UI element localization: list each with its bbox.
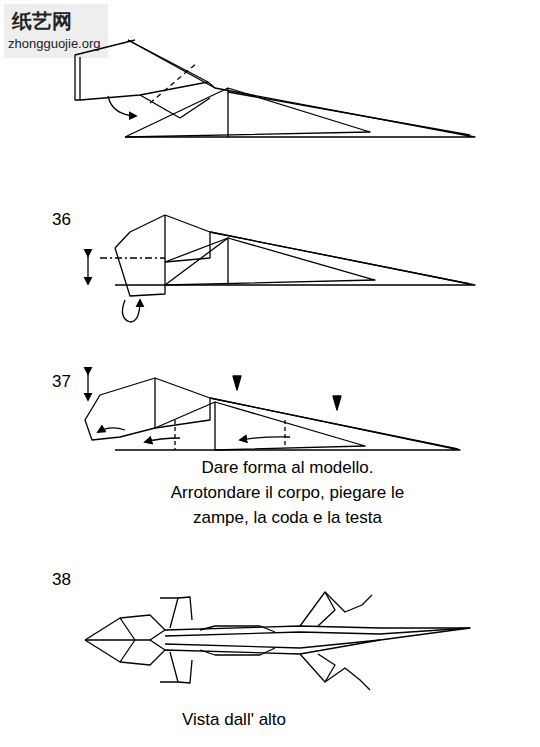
step-number: 38 bbox=[52, 570, 71, 590]
watermark: zhongguojie.org bbox=[8, 36, 101, 51]
step-number: 37 bbox=[52, 372, 71, 392]
view-caption: Vista dall' alto bbox=[182, 710, 286, 730]
instruction-note: Dare forma al modello. Arrotondare il co… bbox=[155, 455, 420, 530]
step-37-figure bbox=[85, 374, 460, 450]
step-number: 36 bbox=[52, 210, 71, 230]
step-38-figure bbox=[85, 592, 470, 690]
step-35-figure bbox=[75, 40, 475, 137]
step-36-figure bbox=[88, 215, 475, 322]
watermark: 纸艺网 bbox=[12, 8, 72, 35]
watermark-ground bbox=[4, 4, 108, 58]
